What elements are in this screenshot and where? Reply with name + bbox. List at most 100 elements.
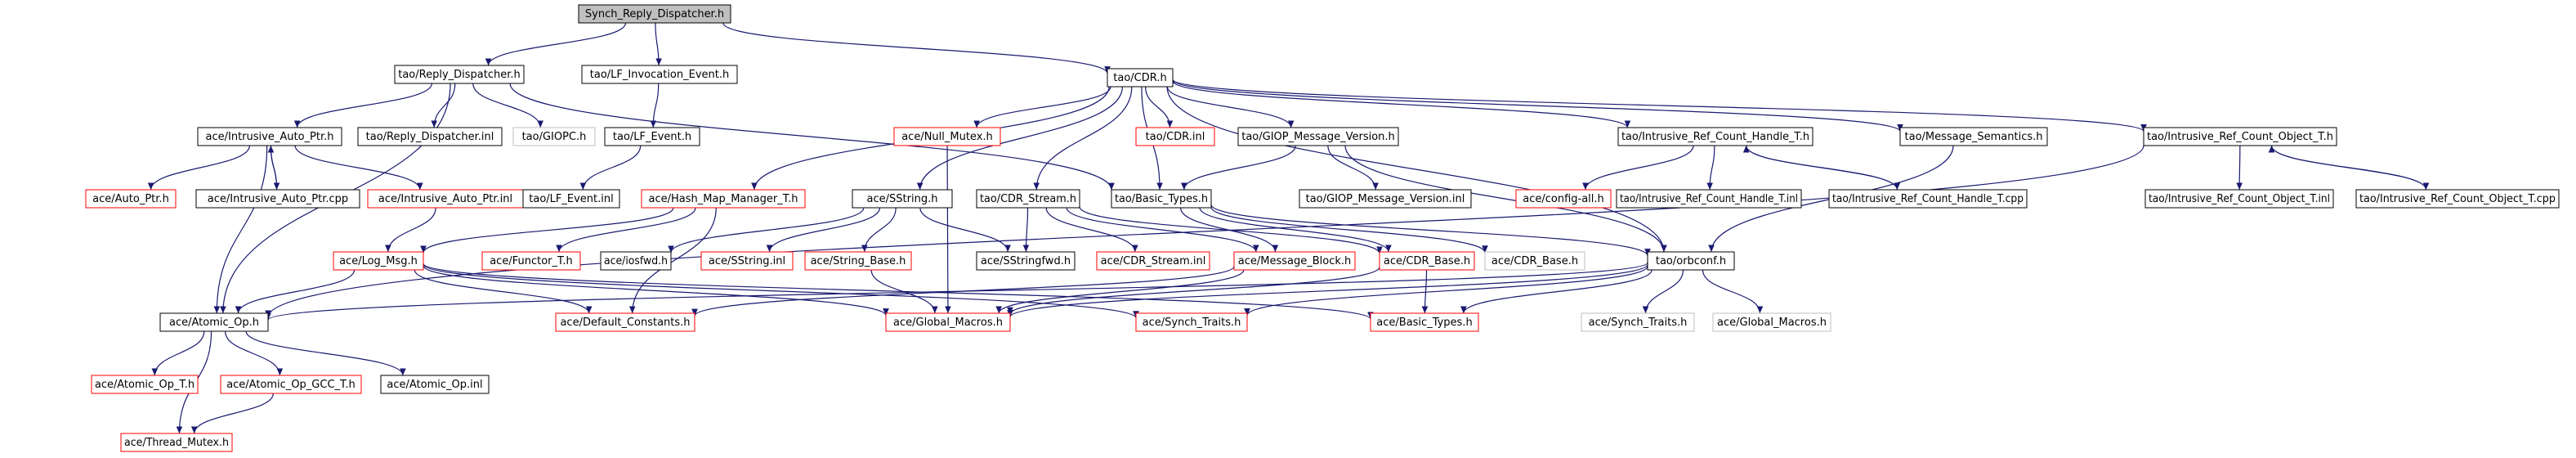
node-label: ace/Message_Block.h (1238, 255, 1352, 267)
file-node[interactable]: tao/Intrusive_Ref_Count_Object_T.h (2143, 127, 2337, 146)
dependency-edge (628, 207, 717, 314)
file-node[interactable]: tao/orbconf.h (1647, 251, 1735, 271)
file-node[interactable]: ace/Default_Constants.h (555, 312, 695, 332)
file-node[interactable]: ace/CDR_Base.h (1484, 251, 1585, 271)
file-node[interactable]: tao/Basic_Types.h (1111, 189, 1212, 209)
file-node[interactable]: ace/SString.inl (700, 251, 794, 271)
dependency-edge (1045, 207, 1138, 253)
node-label: ace/Atomic_Op_GCC_T.h (226, 379, 356, 391)
file-node[interactable]: tao/Intrusive_Ref_Count_Object_T.cpp (2355, 189, 2560, 209)
node-box (1107, 68, 1174, 88)
node-label: tao/Basic_Types.h (1115, 193, 1208, 205)
file-node[interactable]: ace/Synch_Traits.h (1135, 312, 1248, 332)
dependency-edge (1172, 79, 1903, 132)
file-node[interactable]: ace/Intrusive_Auto_Ptr.cpp (195, 189, 360, 209)
dependency-edge (1022, 207, 1030, 253)
dependency-edge (722, 22, 1111, 74)
file-node[interactable]: ace/SString.h (852, 189, 953, 209)
file-node[interactable]: tao/Message_Semantics.h (1899, 127, 2048, 146)
file-node[interactable]: ace/Null_Mutex.h (893, 127, 1001, 146)
file-node[interactable]: ace/Intrusive_Auto_Ptr.inl (367, 189, 524, 209)
node-box (555, 312, 695, 332)
node-label: ace/Default_Constants.h (560, 317, 690, 329)
node-label: ace/Auto_Ptr.h (92, 193, 169, 205)
node-label: ace/SString.inl (709, 255, 785, 267)
dependency-edge (945, 145, 951, 314)
dependency-edge (1179, 207, 1279, 253)
node-label: ace/Atomic_Op.h (169, 317, 259, 329)
node-box (976, 251, 1076, 271)
file-node[interactable]: tao/LF_Event.h (604, 127, 700, 146)
file-node[interactable]: tao/GIOP_Message_Version.inl (1299, 189, 1472, 209)
file-node[interactable]: ace/Atomic_Op_GCC_T.h (220, 375, 362, 394)
file-node[interactable]: ace/config-all.h (1515, 189, 1612, 209)
file-node[interactable]: tao/GIOPC.h (512, 127, 596, 146)
dependency-edge (1327, 145, 1379, 191)
node-label: tao/GIOP_Message_Version.h (1241, 131, 1395, 143)
dependency-edge (1706, 145, 1715, 191)
file-node[interactable]: ace/Global_Macros.h (885, 312, 1011, 332)
node-label: ace/Null_Mutex.h (901, 131, 993, 143)
file-node[interactable]: tao/CDR.h (1107, 68, 1174, 88)
file-node[interactable]: ace/SStringfwd.h (976, 251, 1076, 271)
node-label: ace/CDR_Base.h (1384, 255, 1470, 267)
file-node[interactable]: ace/Atomic_Op.inl (380, 375, 490, 394)
node-box (1135, 127, 1215, 146)
file-node[interactable]: ace/CDR_Base.h (1379, 251, 1475, 271)
node-box (522, 189, 620, 209)
file-node[interactable]: ace/Atomic_Op.h (159, 312, 269, 332)
node-label: ace/Atomic_Op.inl (387, 379, 482, 391)
node-label: ace/Log_Msg.h (339, 255, 418, 267)
node-box (2143, 127, 2337, 146)
file-node[interactable]: tao/Intrusive_Ref_Count_Handle_T.h (1617, 127, 1813, 146)
file-node[interactable]: ace/Thread_Mutex.h (120, 433, 233, 452)
file-node[interactable]: ace/iosfwd.h (600, 251, 672, 271)
file-node[interactable]: ace/Global_Macros.h (1712, 312, 1831, 332)
dependency-edge (1582, 145, 1694, 191)
root-node: Synch_Reply_Dispatcher.h (578, 4, 731, 24)
node-label: tao/CDR.inl (1146, 131, 1205, 143)
dependency-edge (919, 207, 1011, 253)
node-box (1096, 251, 1210, 271)
file-node[interactable]: ace/Hash_Map_Manager_T.h (641, 189, 806, 209)
file-node[interactable]: tao/Intrusive_Ref_Count_Handle_T.inl (1616, 189, 1802, 209)
file-node[interactable]: ace/Message_Block.h (1233, 251, 1356, 271)
file-node[interactable]: ace/Log_Msg.h (333, 251, 424, 271)
file-node[interactable]: tao/CDR.inl (1135, 127, 1215, 146)
dependency-edge (1244, 266, 1648, 316)
file-node[interactable]: ace/Intrusive_Auto_Ptr.h (197, 127, 342, 146)
file-node[interactable]: tao/LF_Event.inl (522, 189, 620, 209)
node-box (1617, 127, 1813, 146)
node-label: ace/iosfwd.h (604, 255, 668, 267)
node-box (578, 4, 731, 24)
node-box (600, 251, 672, 271)
file-node[interactable]: tao/Intrusive_Ref_Count_Object_T.inl (2144, 189, 2334, 209)
file-node[interactable]: tao/GIOP_Message_Version.h (1237, 127, 1399, 146)
file-node[interactable]: ace/CDR_Stream.inl (1096, 251, 1210, 271)
file-node[interactable]: ace/Auto_Ptr.h (85, 189, 177, 209)
file-node[interactable]: tao/Reply_Dispatcher.h (394, 65, 525, 84)
dependency-edge (294, 145, 423, 191)
file-node[interactable]: tao/CDR_Stream.h (976, 189, 1080, 209)
node-label: ace/CDR_Base.h (1491, 255, 1578, 267)
dependency-edge (995, 269, 1245, 314)
file-node[interactable]: ace/Synch_Traits.h (1581, 312, 1695, 332)
dependency-edge (1210, 206, 1488, 254)
dependency-edge (1144, 86, 1174, 128)
node-label: ace/String_Base.h (811, 255, 906, 267)
file-node[interactable]: ace/String_Base.h (804, 251, 912, 271)
file-node[interactable]: tao/LF_Invocation_Event.h (581, 65, 738, 84)
file-node[interactable]: ace/Basic_Types.h (1370, 312, 1479, 332)
dependency-edge (151, 330, 205, 376)
dependency-edge (265, 145, 2144, 317)
file-node[interactable]: ace/Functor_T.h (481, 251, 581, 271)
node-label: tao/GIOPC.h (522, 131, 587, 143)
node-label: ace/CDR_Stream.inl (1101, 255, 1206, 267)
node-box (481, 251, 581, 271)
file-node[interactable]: tao/Reply_Dispatcher.inl (357, 127, 503, 146)
dependency-edge (423, 263, 1139, 319)
dependency-edge (1344, 145, 1667, 253)
file-node[interactable]: tao/Intrusive_Ref_Count_Handle_T.cpp (1828, 189, 2028, 209)
file-node[interactable]: ace/Atomic_Op_T.h (91, 375, 199, 394)
dependency-edge (973, 86, 1111, 128)
